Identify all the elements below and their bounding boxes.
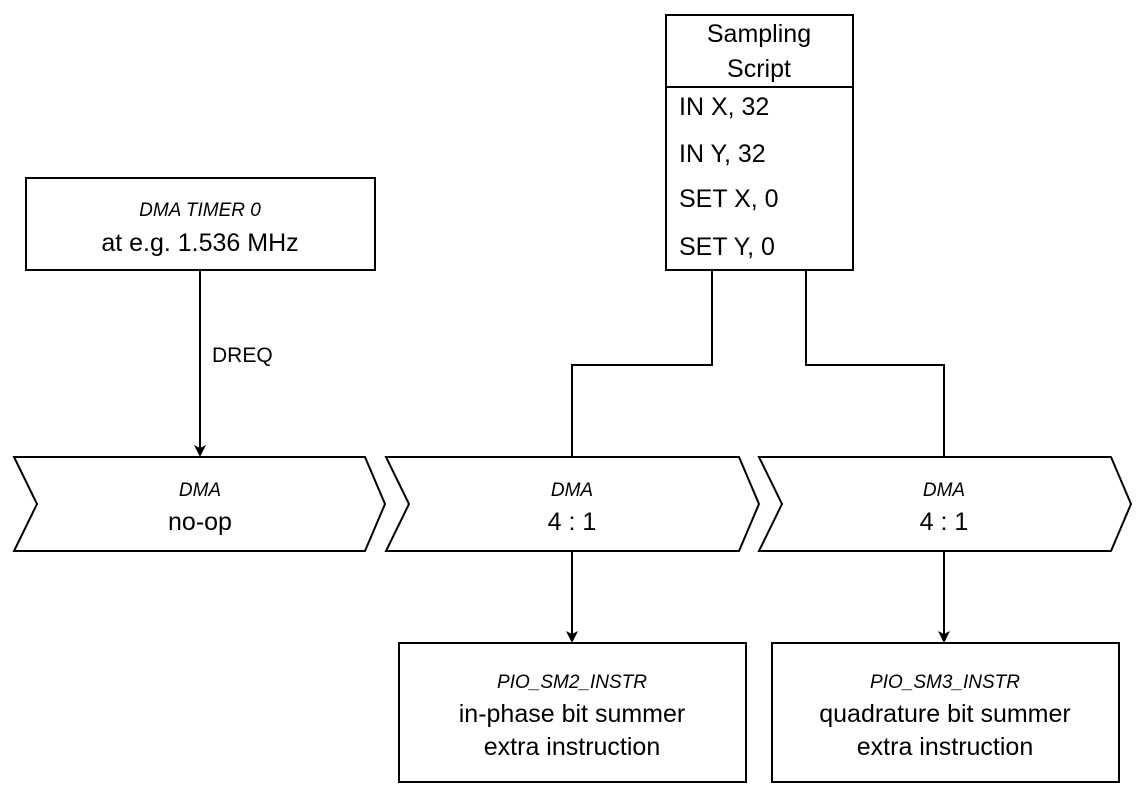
dma-ratio: 4 : 1 [920, 508, 969, 536]
dma-title: DMA [551, 480, 593, 501]
pio-sm3-line1: quadrature bit summer [819, 700, 1071, 728]
dma-chevron [384, 456, 761, 552]
dma-title: DMA [179, 480, 221, 501]
pio-sm2-title: PIO_SM2_INSTR [497, 672, 647, 693]
dma-block-noop[interactable]: DMA no-op [12, 456, 387, 552]
dma-block-quadrature[interactable]: DMA 4 : 1 [757, 456, 1133, 552]
script-instruction[interactable]: IN Y, 32 [679, 140, 766, 168]
dma-timer-frequency: at e.g. 1.536 MHz [101, 229, 298, 257]
dma-chevron [757, 456, 1133, 552]
script-instruction[interactable]: SET X, 0 [679, 185, 779, 213]
pio-sm3-title: PIO_SM3_INSTR [870, 672, 1020, 693]
pio-sm2-line2: extra instruction [484, 733, 660, 761]
dma-timer-box [25, 177, 376, 271]
sampling-script-node[interactable]: Sampling Script IN X, 32 IN Y, 32 SET X,… [665, 14, 854, 271]
dma-timer-node[interactable]: DMA TIMER 0 at e.g. 1.536 MHz [25, 177, 376, 271]
dma-ratio: 4 : 1 [548, 508, 597, 536]
dma-title: DMA [923, 480, 965, 501]
sampling-script-box [665, 14, 854, 271]
pio-sm3-box [771, 642, 1120, 783]
pio-sm2-box [398, 642, 747, 783]
pio-sm2-node[interactable]: PIO_SM2_INSTR in-phase bit summer extra … [398, 642, 747, 783]
script-instruction[interactable]: SET Y, 0 [679, 233, 775, 261]
pio-sm2-line1: in-phase bit summer [459, 700, 685, 728]
pio-sm3-line2: extra instruction [857, 733, 1033, 761]
sampling-script-title-line1: Sampling [707, 20, 811, 48]
script-instruction[interactable]: IN X, 32 [679, 93, 769, 121]
script-to-dma3-connector [805, 270, 945, 457]
dreq-label: DREQ [212, 344, 273, 367]
pio-sm3-node[interactable]: PIO_SM3_INSTR quadrature bit summer extr… [771, 642, 1120, 783]
dma-timer-title: DMA TIMER 0 [139, 200, 261, 221]
sampling-script-title-line2: Script [727, 55, 791, 83]
script-to-dma2-connector [571, 270, 713, 457]
dma-ratio: no-op [168, 508, 232, 536]
dma-block-inphase[interactable]: DMA 4 : 1 [384, 456, 761, 552]
dma-chevron [12, 456, 387, 552]
